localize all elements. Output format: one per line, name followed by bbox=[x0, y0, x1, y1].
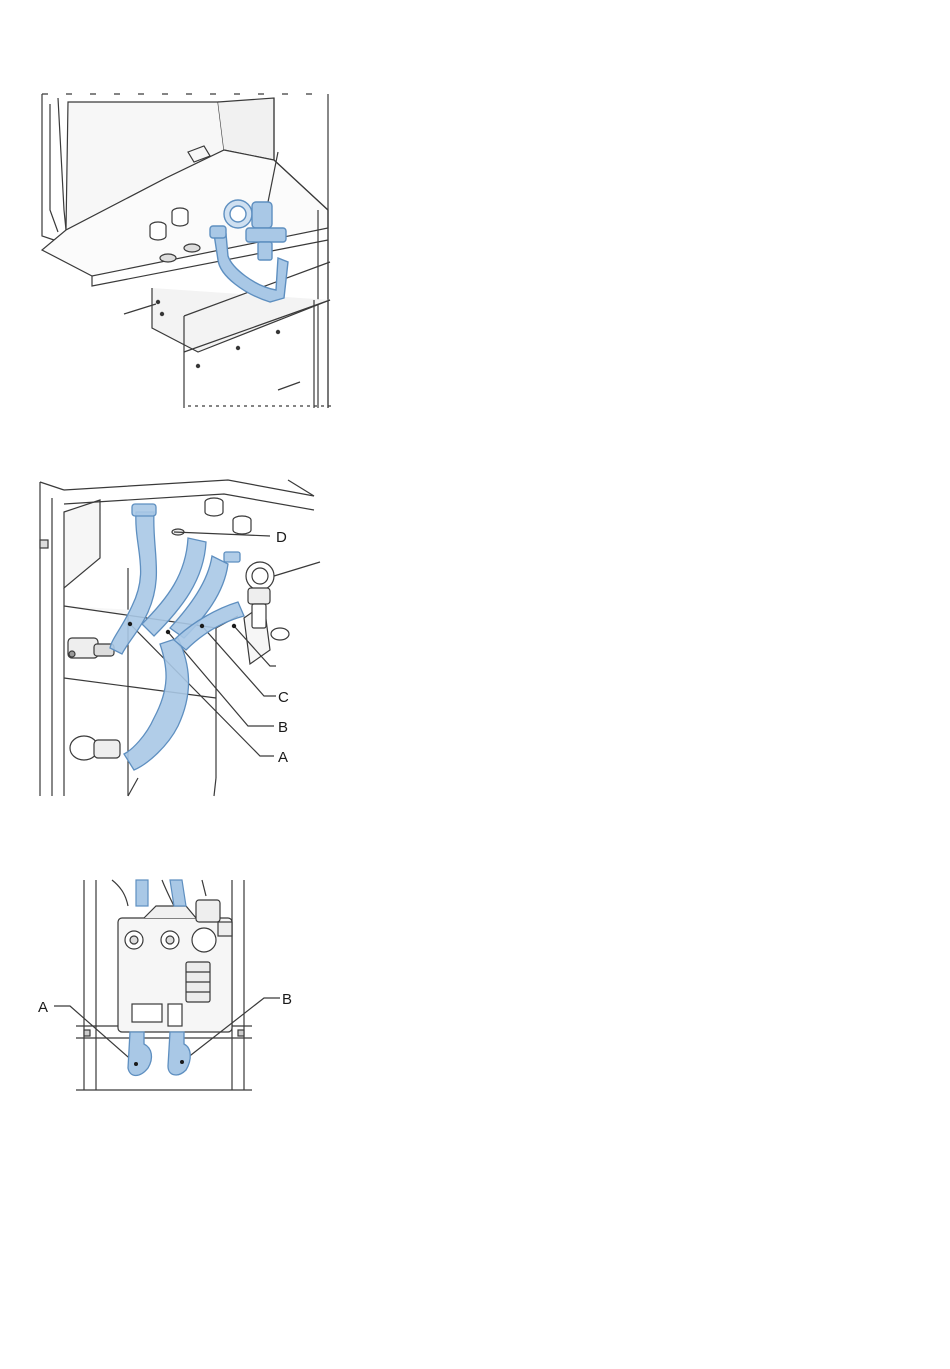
label-d: D bbox=[276, 529, 287, 546]
figure-1-top-connections bbox=[38, 90, 334, 408]
figure-3-bottom-outlets: A B bbox=[36, 876, 300, 1094]
label-a: A bbox=[38, 999, 48, 1016]
figure-2-hose-routing: D C B A bbox=[38, 478, 322, 798]
figure-1-drawing bbox=[38, 90, 334, 408]
label-b: B bbox=[278, 719, 288, 736]
figure-2-drawing: D C B A bbox=[38, 478, 322, 798]
label-a: A bbox=[278, 749, 288, 766]
figure-3-drawing: A B bbox=[36, 876, 300, 1094]
label-c: C bbox=[278, 689, 289, 706]
label-b: B bbox=[282, 991, 292, 1008]
